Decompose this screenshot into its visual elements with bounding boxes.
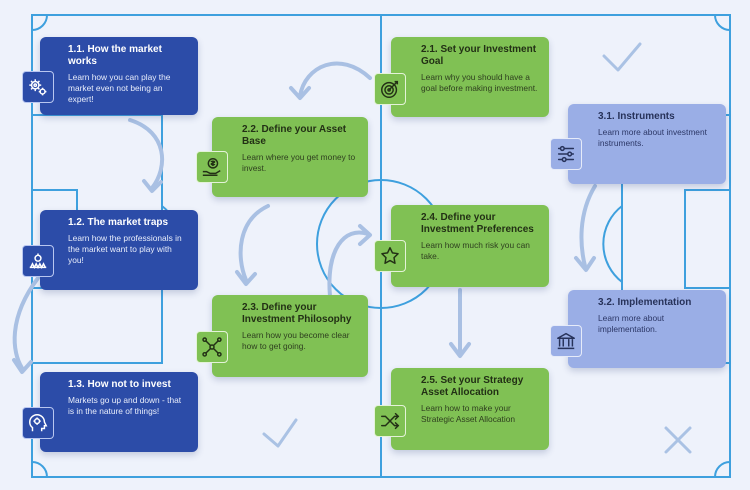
step-2-4-title: 2.4. Define your Investment Preferences xyxy=(421,212,534,235)
step-2-2-card[interactable]: 2.2. Define your Asset Base Learn where … xyxy=(212,117,368,197)
target-icon xyxy=(374,73,406,105)
step-2-3-card[interactable]: 2.3. Define your Investment Philosophy L… xyxy=(212,295,368,377)
step-2-4-card[interactable]: 2.4. Define your Investment Preferences … xyxy=(391,205,549,287)
step-1-1-card[interactable]: 1.1. How the market works Learn how you … xyxy=(40,37,198,115)
step-2-2-desc: Learn where you get money to invest. xyxy=(242,152,356,173)
money-hand-icon xyxy=(196,151,228,183)
arrow-2-1-to-2-2 xyxy=(298,61,372,98)
right-goal-box xyxy=(684,189,731,289)
head-gears-icon xyxy=(22,407,54,439)
arrow-2-2-to-2-3 xyxy=(238,204,270,282)
bank-icon xyxy=(550,325,582,357)
arrow-1-1-to-1-2 xyxy=(128,118,165,190)
step-2-5-title: 2.5. Set your Strategy Asset Allocation xyxy=(421,375,524,398)
step-3-2-card[interactable]: 3.2. Implementation Learn more about imp… xyxy=(568,290,726,368)
network-icon xyxy=(196,331,228,363)
step-2-1-desc: Learn why you should have a goal before … xyxy=(421,72,538,93)
step-1-2-card[interactable]: 1.2. The market traps Learn how the prof… xyxy=(40,210,198,290)
step-2-3-title: 2.3. Define your Investment Philosophy xyxy=(242,302,352,325)
step-1-2-title: 1.2. The market traps xyxy=(68,217,169,228)
step-3-1-title: 3.1. Instruments xyxy=(598,111,675,122)
step-3-2-desc: Learn more about implementation. xyxy=(598,313,665,334)
step-3-2-title: 3.2. Implementation xyxy=(598,297,692,308)
step-2-2-title: 2.2. Define your Asset Base xyxy=(242,124,347,147)
gears-icon xyxy=(22,71,54,103)
step-3-1-card[interactable]: 3.1. Instruments Learn more about invest… xyxy=(568,104,726,184)
step-2-1-title: 2.1. Set your Investment Goal xyxy=(421,44,537,67)
step-1-1-title: 1.1. How the market works xyxy=(68,44,162,67)
step-2-1-card[interactable]: 2.1. Set your Investment Goal Learn why … xyxy=(391,37,549,117)
step-1-1-desc: Learn how you can play the market even n… xyxy=(68,72,171,104)
arrow-1-2-to-1-3 xyxy=(12,276,40,370)
step-3-1-desc: Learn more about investment instruments. xyxy=(598,127,707,148)
step-2-5-desc: Learn how to make your Strategic Asset A… xyxy=(421,403,516,424)
star-icon xyxy=(374,240,406,272)
shuffle-icon xyxy=(374,405,406,437)
sliders-icon xyxy=(550,138,582,170)
trap-icon xyxy=(22,245,54,277)
step-2-4-desc: Learn how much risk you can take. xyxy=(421,240,530,261)
step-1-3-card[interactable]: 1.3. How not to invest Markets go up and… xyxy=(40,372,198,452)
right-penalty-arc xyxy=(602,205,623,283)
arrow-2-3-to-2-4 xyxy=(327,230,370,298)
step-1-3-desc: Markets go up and down - that is in the … xyxy=(68,395,182,416)
arrow-3-1-to-3-2 xyxy=(579,184,597,268)
step-2-5-card[interactable]: 2.5. Set your Strategy Asset Allocation … xyxy=(391,368,549,450)
step-2-3-desc: Learn how you become clear how to get go… xyxy=(242,330,350,351)
step-1-2-desc: Learn how the professionals in the marke… xyxy=(68,233,182,265)
step-1-3-title: 1.3. How not to invest xyxy=(68,379,171,390)
